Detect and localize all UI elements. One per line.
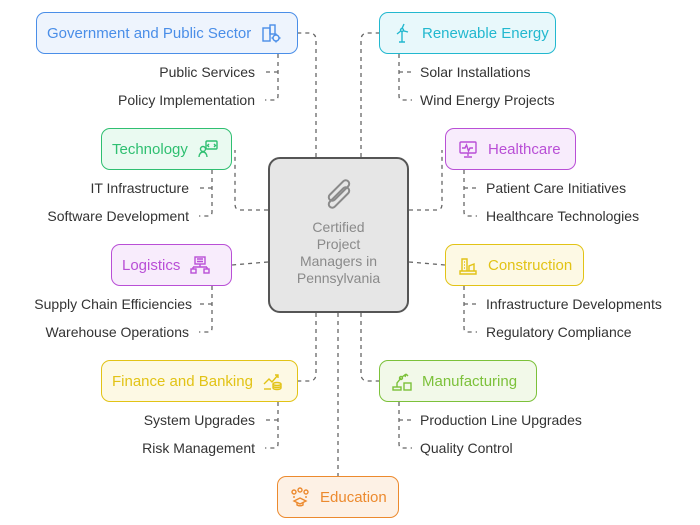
node-label: Government and Public Sector (47, 24, 252, 42)
node-label: Logistics (122, 256, 181, 274)
item-warehouse-operations: Warehouse Operations (45, 324, 189, 340)
node-renewable-energy[interactable]: Renewable Energy (379, 12, 556, 54)
item-production-line-upgrades: Production Line Upgrades (420, 412, 582, 428)
node-construction[interactable]: Construction (445, 244, 584, 286)
item-quality-control: Quality Control (420, 440, 513, 456)
node-education[interactable]: Education (277, 476, 399, 518)
government-building-icon (259, 21, 283, 45)
developer-icon (196, 137, 220, 161)
item-public-services: Public Services (159, 64, 255, 80)
node-manufacturing[interactable]: Manufacturing (379, 360, 537, 402)
item-system-upgrades: System Upgrades (143, 412, 255, 428)
node-label: Finance and Banking (112, 372, 253, 390)
item-healthcare-technologies: Healthcare Technologies (486, 208, 640, 224)
node-logistics[interactable]: Logistics (111, 244, 232, 286)
node-label: Education (320, 488, 387, 506)
item-software-development: Software Development (47, 208, 189, 224)
node-label: Healthcare (488, 140, 561, 158)
node-label: Manufacturing (422, 372, 518, 390)
item-supply-chain-efficiencies: Supply Chain Efficiencies (34, 296, 192, 312)
node-label: Technology (112, 140, 188, 158)
item-regulatory-compliance: Regulatory Compliance (486, 324, 632, 340)
warehouse-icon (188, 253, 212, 277)
center-node: Certified Project Managers in Pennsylvan… (268, 157, 409, 313)
item-wind-energy-projects: Wind Energy Projects (420, 92, 555, 108)
node-finance-and-banking[interactable]: Finance and Banking (101, 360, 298, 402)
node-label: Construction (488, 256, 573, 274)
construction-icon (456, 253, 480, 277)
node-label: Renewable Energy (422, 24, 549, 42)
center-title: Certified Project Managers in Pennsylvan… (296, 219, 381, 286)
link-chain-icon (327, 179, 350, 209)
item-infrastructure-developments: Infrastructure Developments (486, 296, 662, 312)
item-risk-management: Risk Management (142, 440, 255, 456)
item-patient-care-initiatives: Patient Care Initiatives (486, 180, 627, 196)
wind-turbine-icon (390, 21, 414, 45)
medical-monitor-icon (456, 137, 480, 161)
item-solar-installations: Solar Installations (420, 64, 531, 80)
item-it-infrastructure: IT Infrastructure (90, 180, 189, 196)
node-technology[interactable]: Technology (101, 128, 232, 170)
node-healthcare[interactable]: Healthcare (445, 128, 576, 170)
node-government[interactable]: Government and Public Sector (36, 12, 298, 54)
robot-arm-icon (390, 369, 414, 393)
education-icon (288, 485, 312, 509)
item-policy-implementation: Policy Implementation (118, 92, 255, 108)
finance-growth-icon (261, 369, 285, 393)
